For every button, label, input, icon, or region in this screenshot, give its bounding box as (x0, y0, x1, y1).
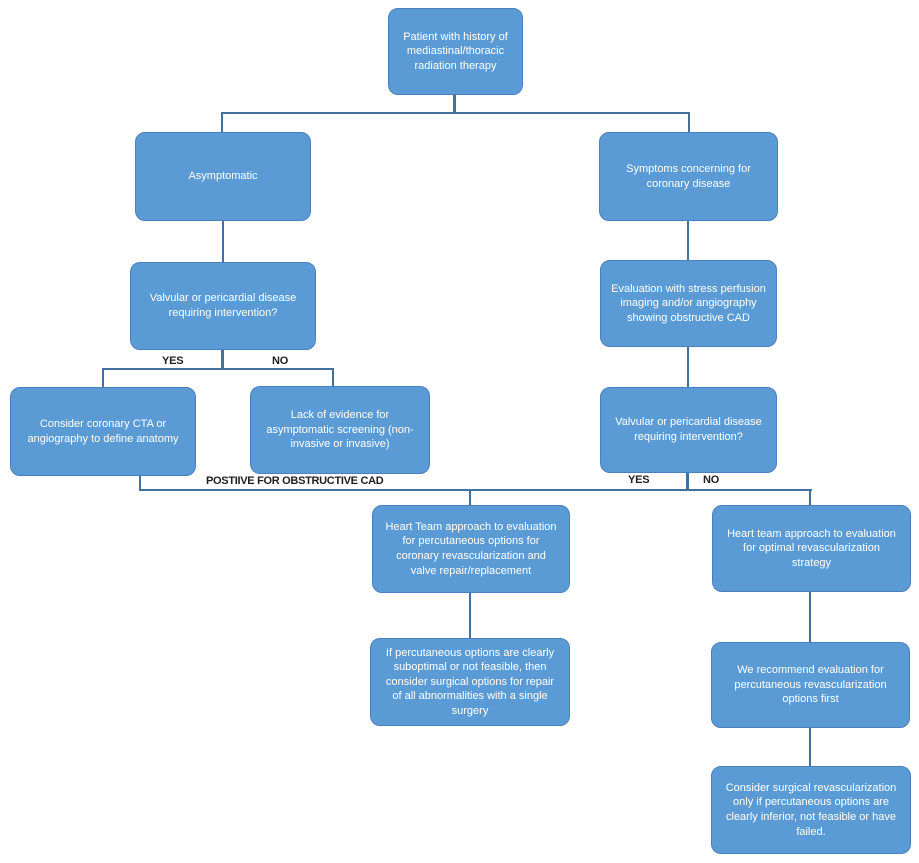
branch-label-no-left: NO (272, 355, 289, 367)
branch-label-no-right: NO (703, 474, 720, 486)
node-percutaneous-first: We recommend evaluation for percutaneous… (711, 642, 910, 728)
node-heart-team-valve: Heart Team approach to evaluation for pe… (372, 505, 570, 593)
connector-no-drop-left (332, 368, 334, 386)
node-asymptomatic: Asymptomatic (135, 132, 311, 221)
connector-evaluation-to-valvular-right (687, 347, 689, 387)
node-patient-history: Patient with history of mediastinal/thor… (388, 8, 523, 95)
branch-label-positive-obstructive-cad: POSTIIVE FOR OBSTRUCTIVE CAD (206, 475, 384, 487)
branch-label-yes-right: YES (628, 474, 650, 486)
branch-label-yes-left: YES (162, 355, 184, 367)
connector-perc-first-to-surgical-only (809, 728, 811, 766)
connector-top-split (221, 112, 690, 114)
connector-optimal-to-perc-first (809, 592, 811, 642)
connector-yes-drop-left (102, 368, 104, 387)
node-symptoms-concerning: Symptoms concerning for coronary disease (599, 132, 778, 221)
connector-split-to-symptoms (688, 112, 690, 132)
node-valvular-pericardial-left: Valvular or pericardial disease requirin… (130, 262, 316, 350)
connector-split-to-asymptomatic (221, 112, 223, 132)
connector-valvular-left-stub (221, 350, 224, 370)
connector-drop-heart-team-valve (469, 489, 471, 505)
node-surgical-only-if-inferior: Consider surgical revascularization only… (711, 766, 911, 854)
connector-root-stub (453, 95, 456, 113)
connector-valvular-right-stub (686, 473, 689, 490)
connector-yes-no-left-split (102, 368, 334, 370)
connector-heart-team-to-surgical-options (469, 593, 471, 638)
connector-drop-heart-team-optimal (809, 489, 811, 505)
node-stress-perfusion-evaluation: Evaluation with stress perfusion imaging… (600, 260, 777, 347)
connector-main-merge (139, 489, 812, 491)
node-surgical-options-single-surgery: If percutaneous options are clearly subo… (370, 638, 570, 726)
connector-asymptomatic-to-valvular (222, 221, 224, 262)
connector-symptoms-to-evaluation (687, 221, 689, 260)
node-heart-team-optimal: Heart team approach to evaluation for op… (712, 505, 911, 592)
connector-cta-stub (139, 476, 141, 490)
node-consider-coronary-cta: Consider coronary CTA or angiography to … (10, 387, 196, 476)
node-lack-of-evidence: Lack of evidence for asymptomatic screen… (250, 386, 430, 474)
node-valvular-pericardial-right: Valvular or pericardial disease requirin… (600, 387, 777, 473)
